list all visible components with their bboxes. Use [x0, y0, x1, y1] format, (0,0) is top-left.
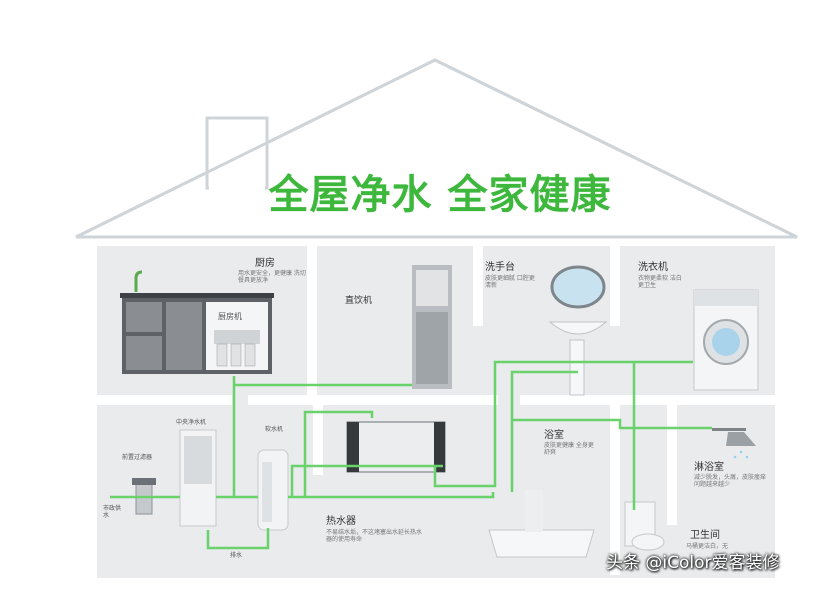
- washbasin-desc: 皮肤更细腻 口腔更清新: [485, 275, 535, 289]
- shower-title: 淋浴室: [694, 462, 724, 473]
- toilet-title: 卫生间: [690, 530, 720, 541]
- toilet: [624, 501, 665, 551]
- washbasin-title: 洗手台: [485, 262, 515, 273]
- chimney: [205, 116, 269, 190]
- kitchen-cabinet: [120, 270, 274, 374]
- bathroom-desc: 皮肤更健康 全身更舒爽: [544, 442, 594, 456]
- watermark: 头条 @iColor爱客装修: [606, 553, 780, 573]
- municipal-label: 市政供水: [103, 505, 122, 519]
- water-softener: [257, 449, 289, 531]
- heater-desc: 不易结水垢，不这堵塞出水延长热水器的使用寿命: [326, 529, 423, 543]
- interior-walls: [97, 246, 775, 575]
- water-heater: [346, 421, 446, 473]
- laundry-desc: 衣物更柔软 洁白更卫生: [638, 275, 682, 289]
- water-pipes: [110, 360, 712, 550]
- washbasin: [548, 265, 608, 396]
- bathroom-title: 浴室: [544, 430, 564, 441]
- kitchen-desc: 用水更安全，更健康 洗切餐具更放净: [238, 270, 306, 284]
- drinking-machine: [412, 265, 452, 389]
- washing-machine: [693, 289, 759, 391]
- kitchen-device-label: 厨房机: [218, 312, 242, 321]
- prefilter-title: 前置过滤器: [122, 454, 153, 461]
- laundry-title: 洗衣机: [638, 262, 668, 273]
- central-title: 中央净水机: [176, 419, 207, 426]
- kitchen-title: 厨房: [255, 258, 275, 269]
- headline: 全屋净水 全家健康: [268, 172, 612, 218]
- central-purifier: [179, 429, 217, 527]
- bathtub: [488, 490, 595, 558]
- toilet-desc: 马桶更洁白，无: [686, 543, 729, 550]
- shower-desc: 减少脱发，头屑，皮肤瘙痒问题越来越少: [694, 474, 767, 488]
- shower-head: [712, 428, 756, 459]
- softener-title: 软水机: [265, 426, 284, 433]
- drain-label: 排水: [230, 552, 243, 559]
- drinking-title: 直饮机: [345, 296, 373, 306]
- heater-title: 热水器: [326, 516, 356, 527]
